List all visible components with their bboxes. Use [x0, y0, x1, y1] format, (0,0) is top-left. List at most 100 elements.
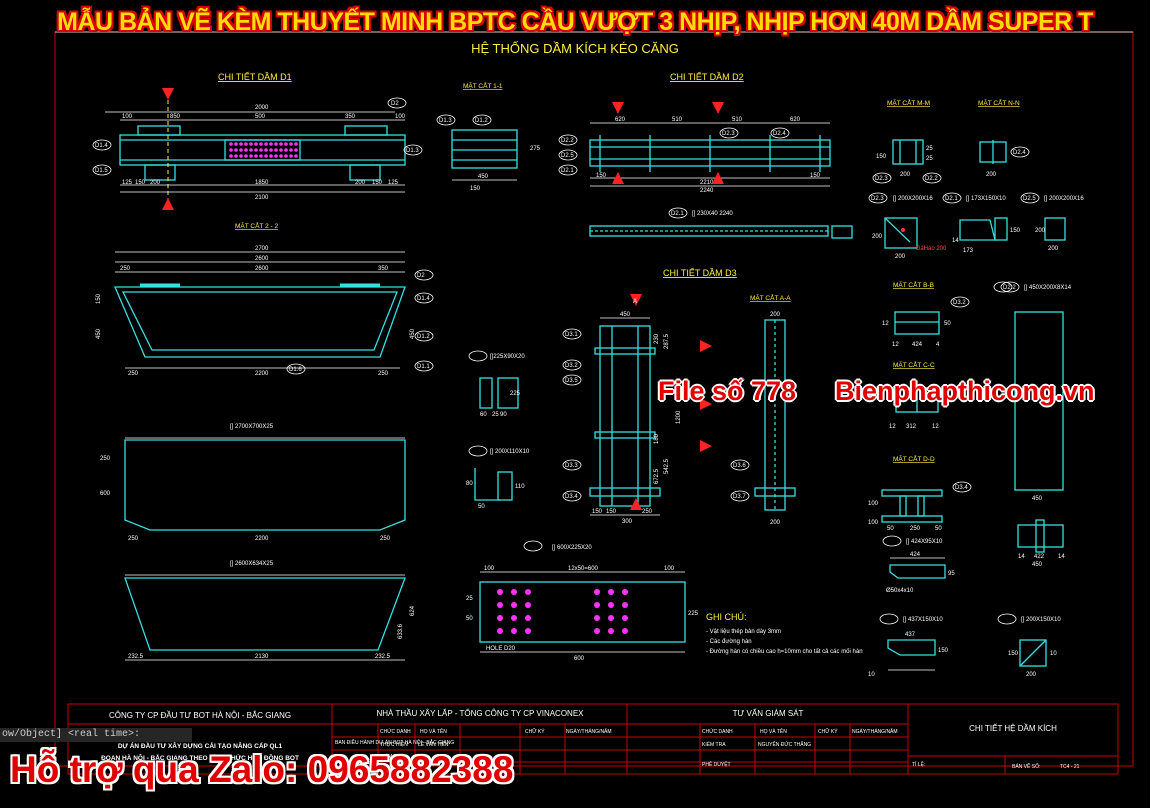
bolt-hole-icon: [284, 148, 288, 152]
bolt-hole-icon: [511, 628, 517, 634]
plate-d11-outline: [124, 439, 406, 531]
part-dim: 14: [952, 238, 959, 244]
tb-project-line: DỰ ÁN ĐẦU TƯ XÂY DỰNG CẢI TẠO NÂNG CẤP Q…: [118, 740, 283, 750]
tag-bubble: [92, 164, 112, 176]
section-dd-web: [917, 495, 925, 517]
d1-dim: 100: [395, 114, 406, 120]
notes-block: GHI CHÚ: - Vật liệu thép bản dày 3mm - C…: [706, 612, 863, 655]
part-dim: 422: [1034, 554, 1045, 560]
d1-elevation: CHI TIẾT DẦM D1 2000 100 850 500 350 100…: [92, 72, 423, 210]
d1-tag: D1.3: [406, 148, 419, 154]
part-dim: 50: [478, 504, 485, 510]
bolt-hole-icon: [622, 589, 628, 595]
d1-stiffener-right: [349, 164, 381, 181]
section-title: MẶT CẮT A-A: [750, 293, 791, 302]
plate-dim: 250: [128, 536, 139, 542]
plate-dim: 12x50=600: [568, 566, 599, 572]
notes-line: - Vật liệu thép bản dày 3mm: [706, 629, 781, 635]
d2-beam-end: [831, 225, 853, 239]
section22-tag: D1.6: [289, 367, 302, 373]
section-dim: 12: [882, 321, 889, 327]
zalo-support-watermark: Hỗ trợ qua Zalo: 0965882388: [10, 749, 514, 790]
section-tag: D2.3: [875, 176, 888, 182]
part-d23-diag: [884, 217, 911, 243]
part-dim: 200: [872, 234, 883, 240]
part-dim: 150: [938, 648, 949, 654]
tb-sheet-no: TC4 - 21: [1060, 764, 1080, 770]
tb-consultant: TƯ VẤN GIÁM SÁT: [733, 708, 804, 718]
d3-dim: 200: [770, 312, 781, 318]
part-dim: 14: [1018, 554, 1025, 560]
command-line[interactable]: ow/Object] <real time>:: [0, 728, 192, 742]
tb-col-head: CHỮ KÝ: [818, 728, 838, 735]
part-dim: 80: [466, 481, 473, 487]
plate-dim: 600: [574, 656, 585, 662]
tb-col-head: NGÀY/THÁNG/NĂM: [852, 728, 898, 735]
section-dim: 12: [932, 424, 939, 430]
bolt-hole-icon: [249, 142, 253, 146]
section-dim: 200: [986, 172, 997, 178]
part-label: [] 200X200X16: [1044, 196, 1084, 202]
d3-tag: D3.5: [565, 378, 578, 384]
plate-label: [] 600X225X20: [552, 545, 592, 551]
d2-tag: D2.1: [671, 211, 684, 217]
tb-col-head: HỌ VÀ TÊN: [420, 727, 447, 735]
tag-bubble: [562, 374, 582, 386]
drawing-subtitle: HỆ THỐNG DẦM KÍCH KÉO CĂNG: [471, 41, 679, 56]
d3-title: CHI TIẾT DẦM D3: [663, 268, 737, 278]
d3-tag: D3.6: [733, 463, 746, 469]
tag-bubble: [879, 613, 899, 625]
section22-dim: 250: [378, 371, 389, 377]
d1-dim: 200: [355, 180, 366, 186]
section-arrow-icon: [612, 172, 624, 184]
section-dd-web: [899, 495, 907, 517]
d3-dim: 672.5: [654, 468, 660, 484]
bolt-hole-icon: [254, 148, 258, 152]
plate-dim: 2200: [255, 536, 269, 542]
part-label: [] 200X200X16: [893, 196, 933, 202]
section22-tag: D2: [417, 273, 425, 279]
section22-tag: D1.4: [417, 296, 430, 302]
d2-dim: 150: [810, 173, 821, 179]
section22-dim: 250: [128, 371, 139, 377]
part-d21-shape: [959, 219, 996, 241]
section-bb-shape: [894, 311, 940, 335]
part-dim: 424: [910, 552, 921, 558]
bolt-hole-icon: [249, 148, 253, 152]
d3-stiffener: [594, 431, 656, 439]
section-mark: A: [633, 299, 637, 305]
bolt-hole-icon: [269, 148, 273, 152]
plate-label: [] 2600X634X25: [230, 561, 274, 567]
section-dd-base: [881, 515, 943, 523]
d2-tag: D2.4: [773, 131, 786, 137]
part-label: [] 424X95X10: [906, 539, 943, 545]
bolt-hole-icon: [511, 589, 517, 595]
d2-dim: 620: [790, 117, 801, 123]
plate-dim: 225: [688, 611, 699, 617]
part-tag: D2.3: [871, 196, 884, 202]
section22-dim: 150: [96, 293, 102, 304]
notes-title: GHI CHÚ:: [706, 612, 747, 622]
tag-bubble: [387, 97, 407, 109]
tb-row-head: THỰC HIỆN: [380, 740, 408, 748]
bolt-hole-icon: [284, 142, 288, 146]
d1-dim: 850: [170, 114, 181, 120]
part-tag: D2.2: [1003, 285, 1016, 291]
plate-d13-outline: [479, 581, 686, 643]
small-parts-d1: []225X90X20 60 25 90 225 [] 200X110X10 5…: [466, 350, 530, 510]
plate-dim: 250: [380, 536, 391, 542]
part-dim: 95: [948, 571, 955, 577]
plate-dim: 250: [100, 456, 111, 462]
part-dim: 200: [1026, 672, 1037, 678]
bolt-hole-icon: [229, 154, 233, 158]
part-dim: 200: [1048, 246, 1059, 252]
section-arrow-icon: [700, 440, 712, 452]
bolt-hole-icon: [594, 628, 600, 634]
plate-dim: 50: [466, 616, 473, 622]
d3-parts: 450 14 422 14 450 [] 424X95X10 424 95 Ø5…: [868, 281, 1065, 678]
d3-dim: 150: [606, 509, 617, 515]
part-dim: 10: [868, 672, 875, 678]
bolt-hole-icon: [622, 615, 628, 621]
